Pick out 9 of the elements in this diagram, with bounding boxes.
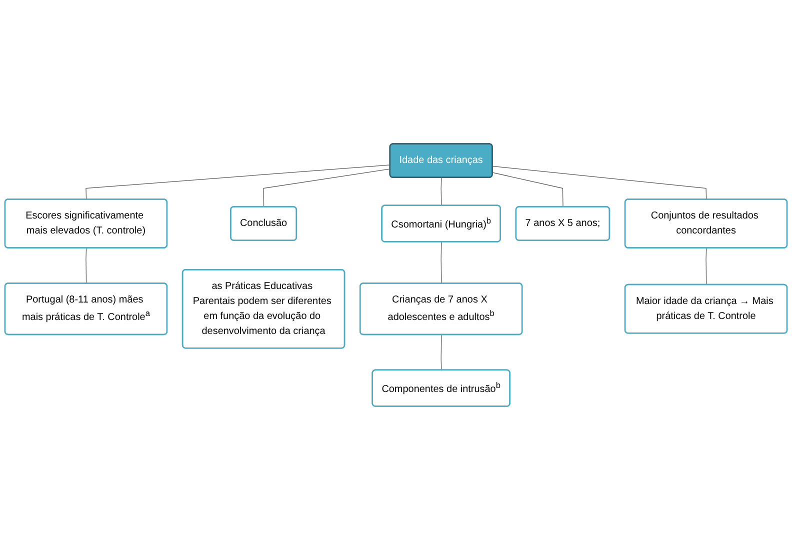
connector (440, 334, 442, 371)
connector (440, 242, 442, 284)
connector (440, 177, 442, 206)
connector (86, 248, 87, 284)
connector (706, 248, 707, 286)
connector (492, 166, 707, 200)
connector (263, 168, 391, 208)
connector (492, 172, 564, 208)
connector (86, 164, 391, 200)
